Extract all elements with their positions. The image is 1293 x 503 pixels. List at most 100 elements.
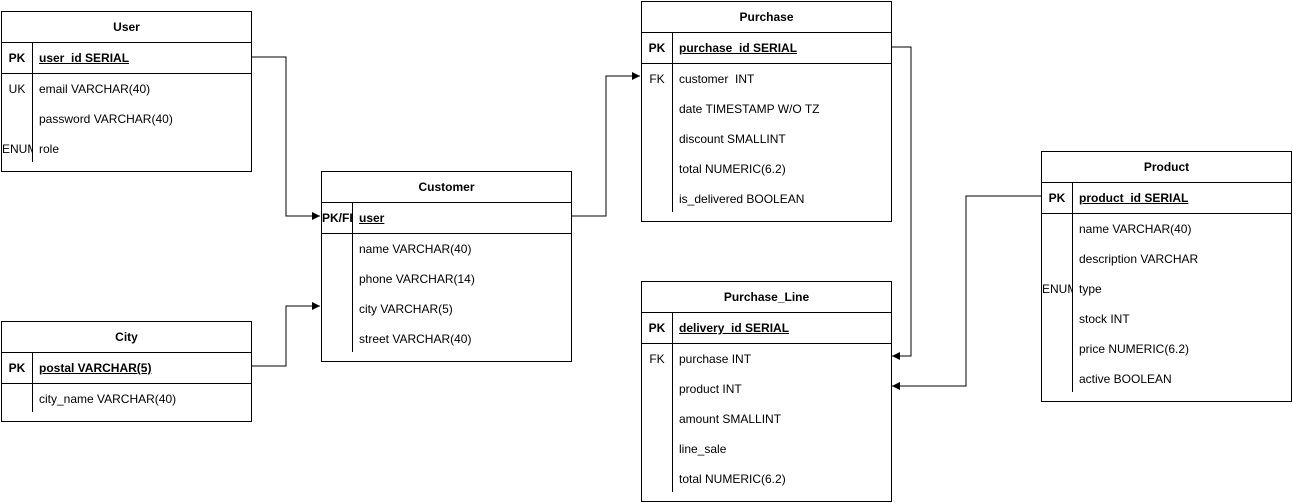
column-divider [1072, 182, 1073, 392]
table-row[interactable]: PK product_id SERIAL [1042, 183, 1291, 214]
field-label: active BOOLEAN [1079, 372, 1172, 386]
field-label: line_sale [679, 442, 727, 456]
field-label: purchase_id SERIAL [679, 41, 798, 55]
field-label: user_id SERIAL [39, 51, 130, 65]
table-row[interactable]: is_delivered BOOLEAN [642, 184, 891, 214]
key-label [642, 374, 672, 404]
table-purchase[interactable]: Purchase PK purchase_id SERIAL FK custom… [641, 1, 892, 222]
table-row[interactable]: ENUM type [1042, 274, 1291, 304]
connector-product-purchase-line [892, 195, 1041, 390]
field-label: phone VARCHAR(14) [359, 272, 475, 286]
field-label: amount SMALLINT [679, 412, 782, 426]
field-label: type [1079, 282, 1102, 296]
table-customer[interactable]: Customer PK/FK user name VARCHAR(40) pho… [321, 171, 572, 362]
table-city[interactable]: City PK postal VARCHAR(5) city_name VARC… [1, 321, 252, 422]
table-row[interactable]: phone VARCHAR(14) [322, 264, 571, 294]
column-divider [32, 42, 33, 162]
table-row[interactable]: UK email VARCHAR(40) [2, 74, 251, 104]
table-row[interactable]: city_name VARCHAR(40) [2, 384, 251, 414]
table-title: Purchase [642, 2, 891, 33]
field-label: street VARCHAR(40) [359, 332, 472, 346]
table-row[interactable]: line_sale [642, 434, 891, 464]
field-label: product_id SERIAL [1079, 191, 1189, 205]
key-label [322, 264, 352, 294]
table-row[interactable]: amount SMALLINT [642, 404, 891, 434]
table-title: Customer [322, 172, 571, 203]
table-title: Product [1042, 152, 1291, 183]
key-label [642, 154, 672, 184]
table-product[interactable]: Product PK product_id SERIAL name VARCHA… [1041, 151, 1292, 402]
key-label: PK [648, 41, 666, 55]
key-label [322, 324, 352, 354]
table-row[interactable]: date TIMESTAMP W/O TZ [642, 94, 891, 124]
table-purchase-line[interactable]: Purchase_Line PK delivery_id SERIAL FK p… [641, 281, 892, 502]
field-label: city VARCHAR(5) [359, 302, 453, 316]
key-label [1042, 214, 1072, 244]
field-label: is_delivered BOOLEAN [679, 192, 805, 206]
field-label: total NUMERIC(6.2) [679, 472, 786, 486]
column-divider [32, 352, 33, 412]
table-row[interactable]: name VARCHAR(40) [1042, 214, 1291, 244]
key-label [322, 234, 352, 264]
key-label [642, 404, 672, 434]
field-label: delivery_id SERIAL [679, 321, 790, 335]
field-label: name VARCHAR(40) [1079, 222, 1192, 236]
table-row[interactable]: discount SMALLINT [642, 124, 891, 154]
key-label [1042, 364, 1072, 394]
column-divider [352, 202, 353, 352]
key-label [2, 384, 32, 414]
key-label: ENUM [2, 142, 32, 156]
table-row[interactable]: PK/FK user [322, 203, 571, 234]
table-row[interactable]: product INT [642, 374, 891, 404]
table-row[interactable]: name VARCHAR(40) [322, 234, 571, 264]
field-label: discount SMALLINT [679, 132, 786, 146]
field-label: total NUMERIC(6.2) [679, 162, 786, 176]
key-label [1042, 304, 1072, 334]
table-row[interactable]: price NUMERIC(6.2) [1042, 334, 1291, 364]
key-label: FK [649, 352, 665, 366]
table-row[interactable]: total NUMERIC(6.2) [642, 464, 891, 494]
key-label: UK [8, 82, 26, 96]
table-title: Purchase_Line [642, 282, 891, 313]
table-user[interactable]: User PK user_id SERIAL UK email VARCHAR(… [1, 11, 252, 172]
column-divider [672, 32, 673, 212]
table-row[interactable]: PK delivery_id SERIAL [642, 313, 891, 344]
table-row[interactable]: FK customer INT [642, 64, 891, 94]
table-row[interactable]: PK purchase_id SERIAL [642, 33, 891, 64]
key-label [642, 464, 672, 494]
connector-user-customer [251, 56, 320, 220]
table-row[interactable]: total NUMERIC(6.2) [642, 154, 891, 184]
field-label: password VARCHAR(40) [39, 112, 173, 126]
connector-customer-purchase [571, 72, 640, 217]
table-row[interactable]: password VARCHAR(40) [2, 104, 251, 134]
table-row[interactable]: description VARCHAR [1042, 244, 1291, 274]
key-label [1042, 334, 1072, 364]
field-label: customer INT [679, 72, 755, 86]
key-label [1042, 244, 1072, 274]
table-row[interactable]: FK purchase INT [642, 344, 891, 374]
key-label: PK [1048, 191, 1066, 205]
key-label [322, 294, 352, 324]
table-row[interactable]: stock INT [1042, 304, 1291, 334]
table-row[interactable]: street VARCHAR(40) [322, 324, 571, 354]
key-label [642, 94, 672, 124]
table-row[interactable]: city VARCHAR(5) [322, 294, 571, 324]
field-label: postal VARCHAR(5) [39, 361, 152, 375]
key-label [2, 104, 32, 134]
key-label: PK/FK [322, 211, 352, 225]
key-label: ENUM [1042, 282, 1072, 296]
field-label: role [39, 142, 60, 156]
field-label: stock INT [1079, 312, 1130, 326]
table-row[interactable]: PK user_id SERIAL [2, 43, 251, 74]
field-label: date TIMESTAMP W/O TZ [679, 102, 820, 116]
field-label: product INT [679, 382, 742, 396]
table-row[interactable]: PK postal VARCHAR(5) [2, 353, 251, 384]
field-label: city_name VARCHAR(40) [39, 392, 177, 406]
field-label: email VARCHAR(40) [39, 82, 151, 96]
table-row[interactable]: active BOOLEAN [1042, 364, 1291, 394]
connector-city-customer [251, 302, 320, 367]
field-label: description VARCHAR [1079, 252, 1199, 266]
table-row[interactable]: ENUM role [2, 134, 251, 164]
field-label: name VARCHAR(40) [359, 242, 472, 256]
